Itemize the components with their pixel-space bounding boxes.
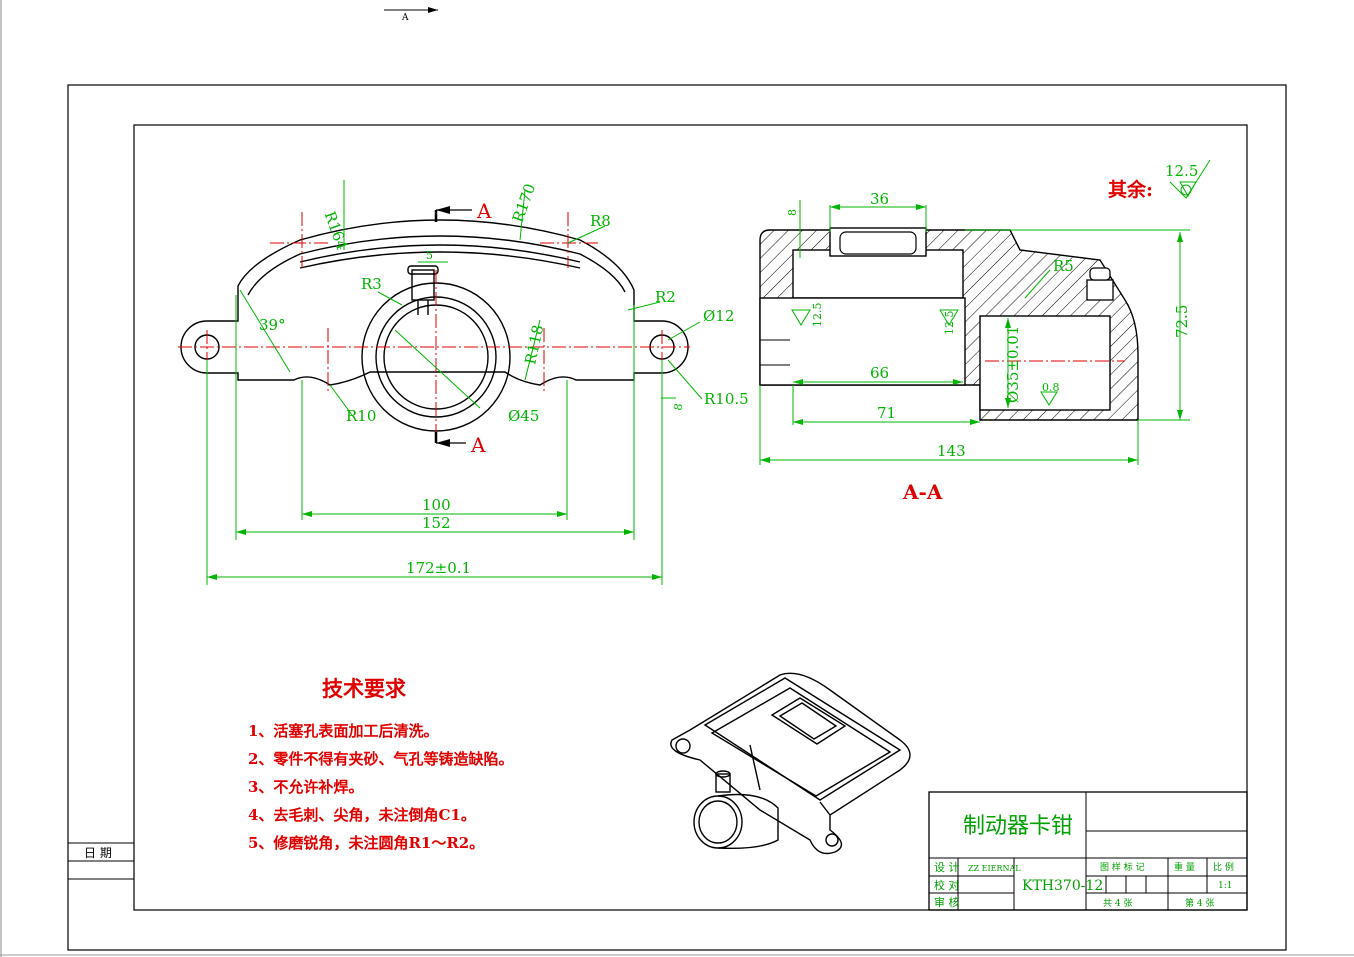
front-view-centerlines bbox=[178, 212, 690, 445]
dim-r118: R118 bbox=[521, 323, 547, 366]
title-block bbox=[928, 791, 1248, 911]
inner-frame bbox=[133, 124, 1248, 911]
part-name: 制动器卡钳 bbox=[963, 814, 1073, 839]
tech-item-1: 1、活塞孔表面加工后清洗。 bbox=[248, 722, 438, 740]
dim-d35: Ø35±0.01 bbox=[1004, 326, 1022, 403]
dim-66: 66 bbox=[870, 364, 889, 382]
section-dimensions bbox=[759, 181, 1197, 465]
top-arrow: A bbox=[384, 7, 438, 23]
front-view bbox=[180, 219, 689, 432]
dim-r5: R5 bbox=[1053, 257, 1074, 275]
scale-value: 1:1 bbox=[1218, 881, 1232, 891]
tech-requirements: 技术要求 1、活塞孔表面加工后清洗。 2、零件不得有夹砂、气孔等铸造缺陷。 3、… bbox=[248, 676, 513, 852]
designer: ZZ EIERNAL bbox=[968, 864, 1021, 873]
outer-frame bbox=[67, 84, 1287, 951]
dim-r3: R3 bbox=[361, 275, 382, 293]
drawing-number: KTH370-12 bbox=[1022, 878, 1103, 894]
sheets-total: 共 4 张 bbox=[1103, 898, 1132, 909]
top-arrow-label: A bbox=[401, 13, 409, 23]
front-view-arrows bbox=[207, 511, 662, 580]
dim-r10: R10 bbox=[346, 407, 376, 425]
side-date-label: 日 期 bbox=[84, 846, 112, 860]
dim-r2: R2 bbox=[655, 288, 676, 306]
dim-100: 100 bbox=[422, 496, 451, 514]
scale-label: 比 例 bbox=[1213, 861, 1234, 873]
review-label: 审 核 bbox=[934, 895, 960, 909]
stage-label: 图 样 标 记 bbox=[1100, 861, 1145, 873]
roughness-note: 其余: 12.5 bbox=[1108, 159, 1211, 201]
dim-8-front: 8 bbox=[671, 402, 685, 411]
dim-8-section: 8 bbox=[786, 209, 799, 216]
tech-title: 技术要求 bbox=[322, 676, 406, 701]
dim-5: 5 bbox=[426, 249, 433, 262]
sheet-number: 第 4 张 bbox=[1185, 897, 1214, 909]
left-margin-box: 日 期 bbox=[68, 842, 134, 880]
dim-angle-39: 39° bbox=[259, 316, 286, 334]
section-cut-marks: A A bbox=[434, 199, 492, 457]
dim-72-5: 72.5 bbox=[1173, 305, 1191, 338]
dim-r164: R164 bbox=[321, 209, 352, 253]
section-mark-bottom: A bbox=[470, 433, 486, 457]
section-arrows bbox=[760, 204, 1183, 463]
section-mark-top: A bbox=[476, 199, 492, 223]
dim-r10-5: R10.5 bbox=[704, 390, 749, 408]
isometric-view bbox=[670, 672, 911, 855]
tech-item-2: 2、零件不得有夹砂、气孔等铸造缺陷。 bbox=[248, 750, 513, 768]
design-label: 设 计 bbox=[934, 861, 960, 874]
dim-r170: R170 bbox=[509, 181, 540, 225]
roughness-label: 其余: bbox=[1108, 178, 1153, 201]
weight-label: 重 量 bbox=[1174, 861, 1195, 873]
section-title: A-A bbox=[902, 480, 943, 504]
front-view-dimensions bbox=[206, 180, 703, 585]
dim-d45: Ø45 bbox=[508, 407, 539, 425]
dim-d12: Ø12 bbox=[703, 307, 734, 325]
dim-36: 36 bbox=[870, 190, 889, 208]
roughness-12-5-a: 12.5 bbox=[811, 303, 824, 328]
dim-172: 172±0.1 bbox=[406, 559, 471, 577]
roughness-12-5-b: 12.5 bbox=[943, 311, 956, 336]
tech-item-3: 3、不允许补焊。 bbox=[248, 778, 363, 796]
check-label: 校 对 bbox=[934, 878, 960, 892]
tech-item-5: 5、修磨锐角，未注圆角R1～R2。 bbox=[248, 834, 484, 852]
dim-71: 71 bbox=[877, 404, 896, 422]
dim-r8: R8 bbox=[590, 212, 611, 230]
roughness-0-8: 0.8 bbox=[1042, 381, 1060, 394]
dim-143: 143 bbox=[937, 442, 966, 460]
tech-item-4: 4、去毛刺、尖角，未注倒角C1。 bbox=[248, 806, 476, 824]
roughness-value: 12.5 bbox=[1165, 162, 1198, 180]
dim-152: 152 bbox=[422, 514, 451, 532]
